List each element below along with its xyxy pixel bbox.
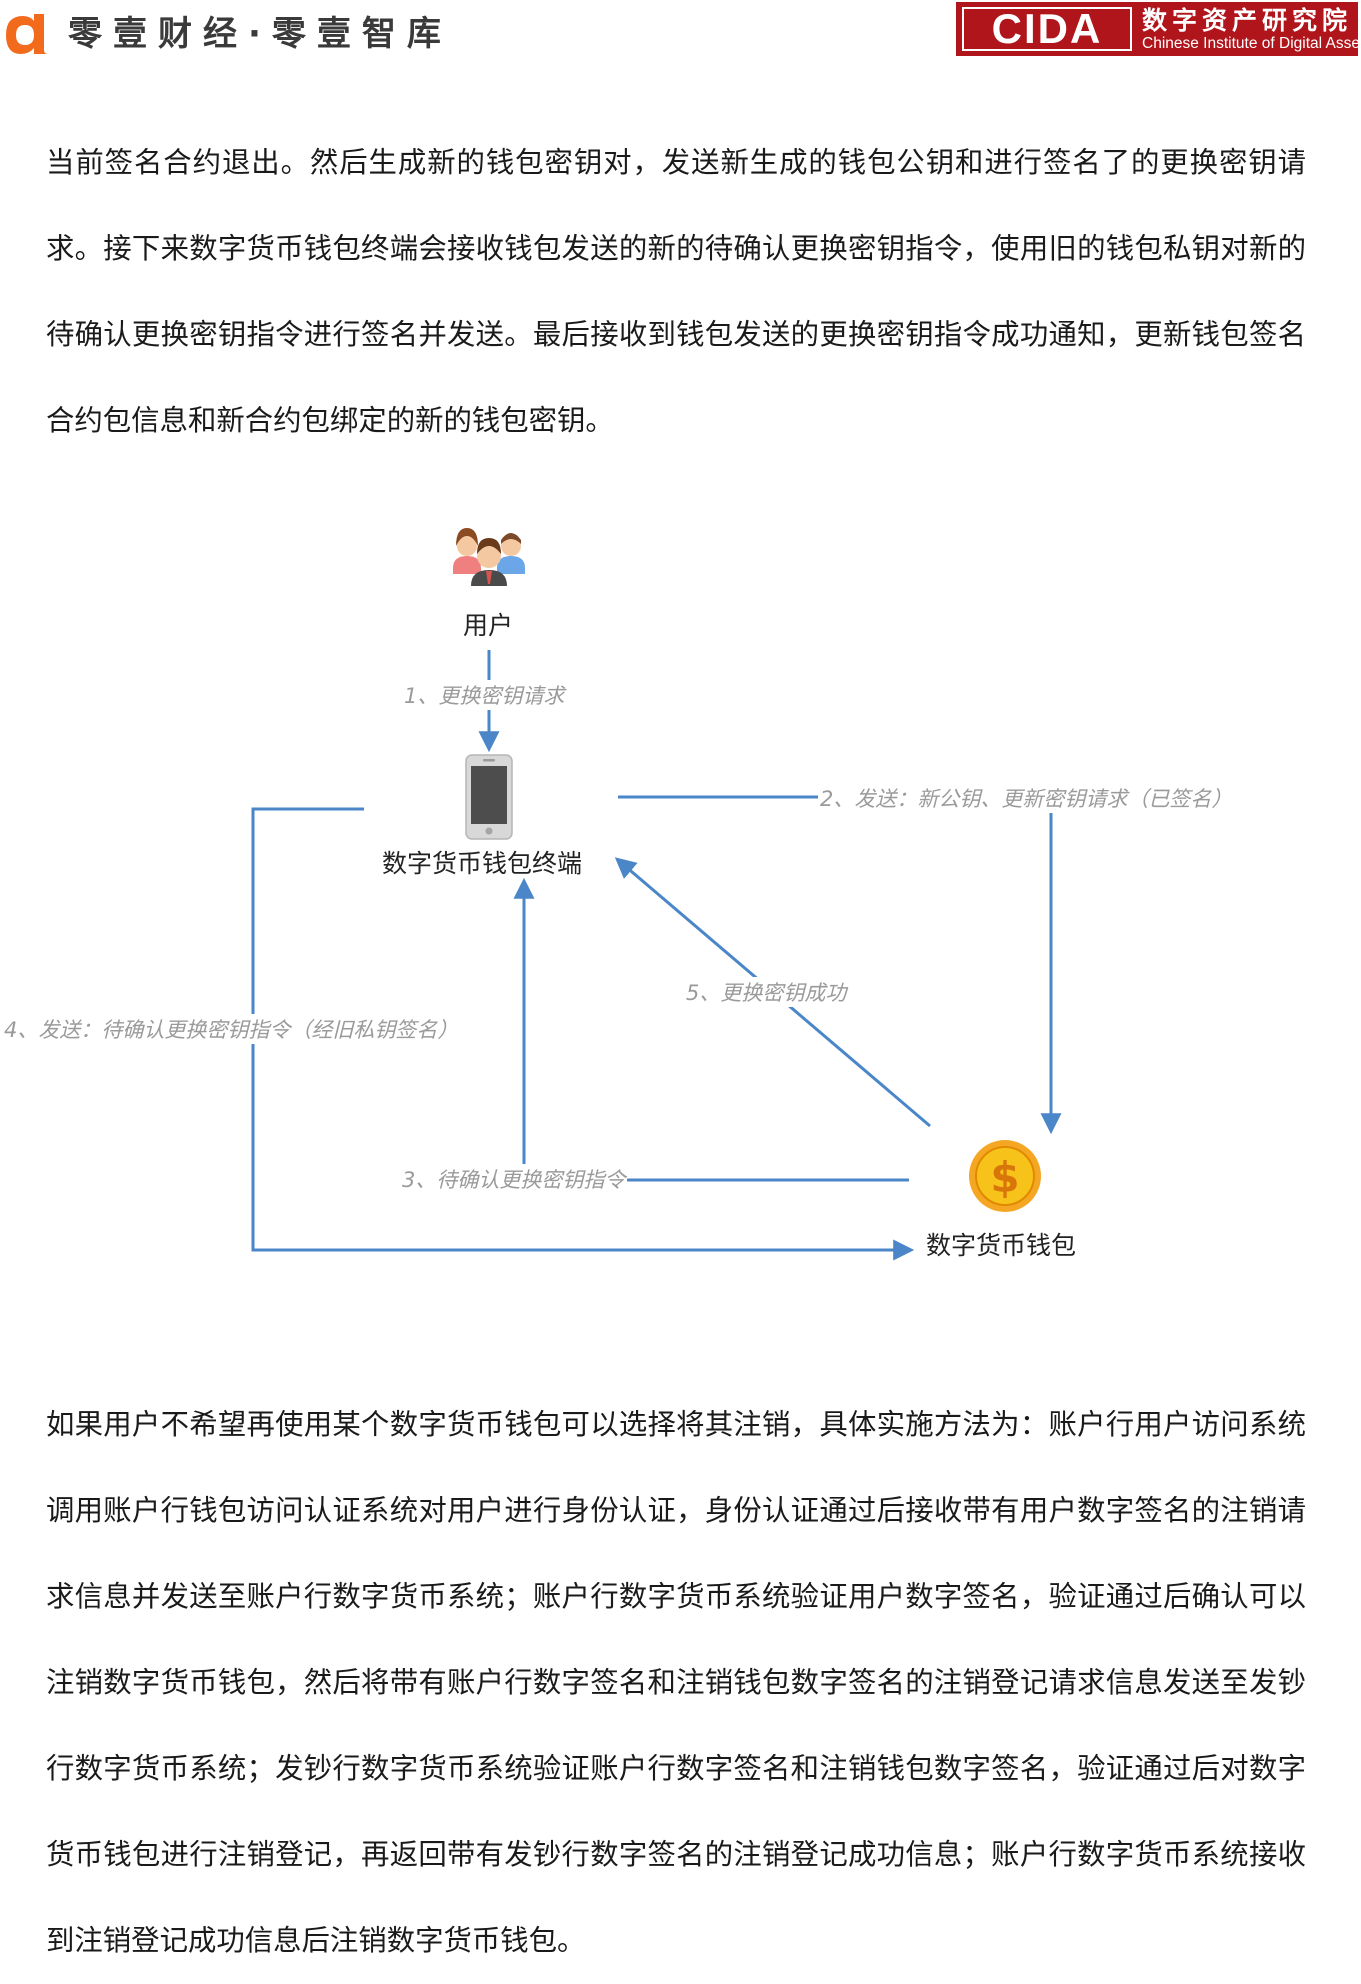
edge-2-label: 2、发送：新公钥、更新密钥请求（已签名） bbox=[818, 783, 1235, 813]
node-user-label: 用户 bbox=[463, 611, 514, 640]
edge-4-label: 4、发送：待确认更换密钥指令（经旧私钥签名） bbox=[2, 1014, 461, 1044]
svg-text:$: $ bbox=[990, 1153, 1019, 1202]
cida-english-name: Chinese Institute of Digital Assets bbox=[1142, 35, 1361, 52]
brand-logo-icon bbox=[6, 14, 48, 54]
edge-1-label: 1、更换密钥请求 bbox=[402, 680, 567, 710]
node-terminal-label: 数字货币钱包终端 bbox=[382, 849, 583, 878]
paragraph-wallet-cancellation: 如果用户不希望再使用某个数字货币钱包可以选择将其注销，具体实施方法为：账户行用户… bbox=[46, 1408, 1306, 1957]
flow-arrows: $ bbox=[251, 528, 1062, 1261]
page-header: 零壹财经·零壹智库 CIDA 数字资产研究院 Chinese Institute… bbox=[0, 0, 1361, 64]
key-replacement-flow-diagram: $ 用户 数字货币钱包终端 数字货币钱包 1、更换密钥请求 2、发送：新公钥、更… bbox=[0, 500, 1361, 1300]
node-wallet-label: 数字货币钱包 bbox=[926, 1231, 1077, 1260]
edge-3-label: 3、待确认更换密钥指令 bbox=[400, 1164, 628, 1194]
cida-logo: CIDA 数字资产研究院 Chinese Institute of Digita… bbox=[956, 2, 1361, 56]
cida-chinese-name: 数字资产研究院 bbox=[1142, 6, 1353, 35]
arrow-3 bbox=[513, 877, 909, 1182]
users-icon bbox=[453, 528, 525, 586]
phone-icon bbox=[465, 754, 513, 840]
coin-icon: $ bbox=[969, 1140, 1041, 1212]
edge-5-label: 5、更换密钥成功 bbox=[684, 977, 849, 1007]
brand-name: 零壹财经·零壹智库 bbox=[68, 14, 452, 54]
arrow-2 bbox=[618, 795, 1062, 1135]
paragraph-key-replacement: 当前签名合约退出。然后生成新的钱包密钥对，发送新生成的钱包公钥和进行签名了的更换… bbox=[46, 146, 1306, 437]
cida-mark: CIDA bbox=[962, 7, 1132, 51]
